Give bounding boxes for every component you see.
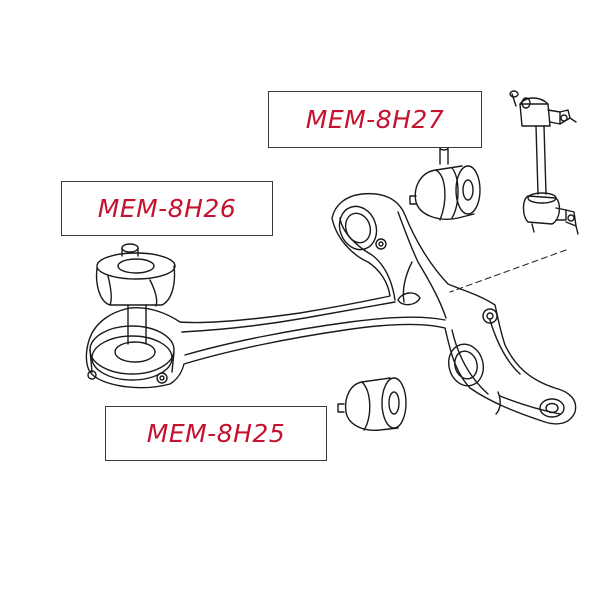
part-label-mem-8h27: MEM-8H27 [268,91,482,148]
bushing-mem-8h27 [409,145,481,221]
part-label-mem-8h26: MEM-8H26 [61,181,273,236]
link-leader-line [449,249,567,293]
bushing-mem-8h25 [337,377,407,431]
part-label-mem-8h25: MEM-8H25 [105,406,327,461]
bushing-mem-8h26 [95,243,176,345]
lower-control-arm [85,192,577,425]
stabilizer-link [509,90,579,235]
